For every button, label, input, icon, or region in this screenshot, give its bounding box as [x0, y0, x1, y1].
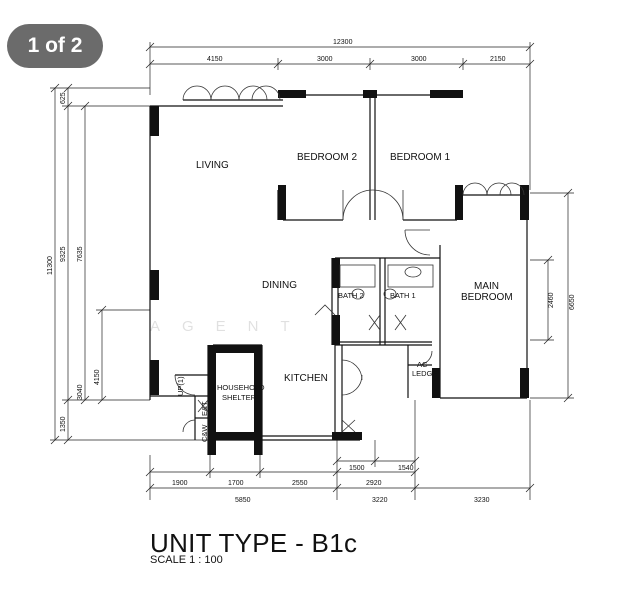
dim-top-seg-4: 2150 [490, 56, 506, 63]
room-label-household-shelter-line2: SHELTER [222, 393, 257, 402]
room-label-bath-2: BATH 2 [338, 291, 364, 300]
dim-left-4150: 4150 [94, 369, 101, 385]
room-label-bedroom-2: BEDROOM 2 [297, 152, 357, 163]
room-label-ac-ledge-line2: LEDGE [412, 369, 437, 378]
dim-bottom-1540: 1540 [398, 465, 414, 472]
dim-bottom-1700: 1700 [228, 480, 244, 487]
left-dimension-lines [50, 83, 210, 445]
room-label-bath-1: BATH 1 [390, 291, 416, 300]
page-counter-badge[interactable]: 1 of 2 [7, 24, 103, 68]
dim-left-9325: 9325 [60, 246, 67, 262]
room-label-main-bedroom-line2: BEDROOM [461, 292, 513, 303]
room-label-dining: DINING [262, 280, 297, 291]
structural-columns [150, 90, 529, 455]
dim-bottom-2550: 2550 [292, 480, 308, 487]
room-label-main-bedroom-line1: MAIN [474, 281, 499, 292]
room-label-ac-ledge-line1: AC [417, 360, 428, 369]
room-label-living: LIVING [196, 160, 229, 171]
dim-bottom-5850: 5850 [235, 497, 251, 504]
dim-right-2460: 2460 [548, 292, 555, 308]
top-dimension-lines [145, 42, 535, 190]
room-label-bedroom-1: BEDROOM 1 [390, 152, 450, 163]
dim-left-625: 625 [60, 92, 67, 104]
room-label-household-shelter-line1: HOUSEHOLD [217, 383, 265, 392]
dim-left-7635: 7635 [77, 246, 84, 262]
label-up: UP(1) [176, 376, 185, 396]
label-c-and-w: C&W [200, 424, 209, 442]
dim-left-11300: 11300 [47, 256, 54, 275]
unit-type-title: UNIT TYPE - B1c [150, 528, 358, 558]
door-swings [174, 85, 525, 433]
dim-top-total: 12300 [333, 39, 353, 46]
dim-right-6650: 6650 [569, 294, 576, 310]
label-e-and-t: E&T [200, 401, 209, 416]
room-label-kitchen: KITCHEN [284, 373, 328, 384]
dim-bottom-3230: 3230 [474, 497, 490, 504]
bottom-dimension-lines [145, 400, 535, 500]
dim-left-3040: 3040 [77, 384, 84, 400]
dim-bottom-1500: 1500 [349, 465, 365, 472]
dim-left-1350: 1350 [60, 416, 67, 432]
dim-bottom-2920: 2920 [366, 480, 382, 487]
dim-bottom-1900: 1900 [172, 480, 188, 487]
scale-label: SCALE 1 : 100 [150, 554, 223, 566]
bath-fixtures [197, 264, 434, 433]
dim-bottom-3220: 3220 [372, 497, 388, 504]
right-dimension-lines [530, 188, 574, 403]
dim-top-seg-3: 3000 [411, 56, 427, 63]
dim-top-seg-1: 4150 [207, 56, 223, 63]
dim-top-seg-2: 3000 [317, 56, 333, 63]
